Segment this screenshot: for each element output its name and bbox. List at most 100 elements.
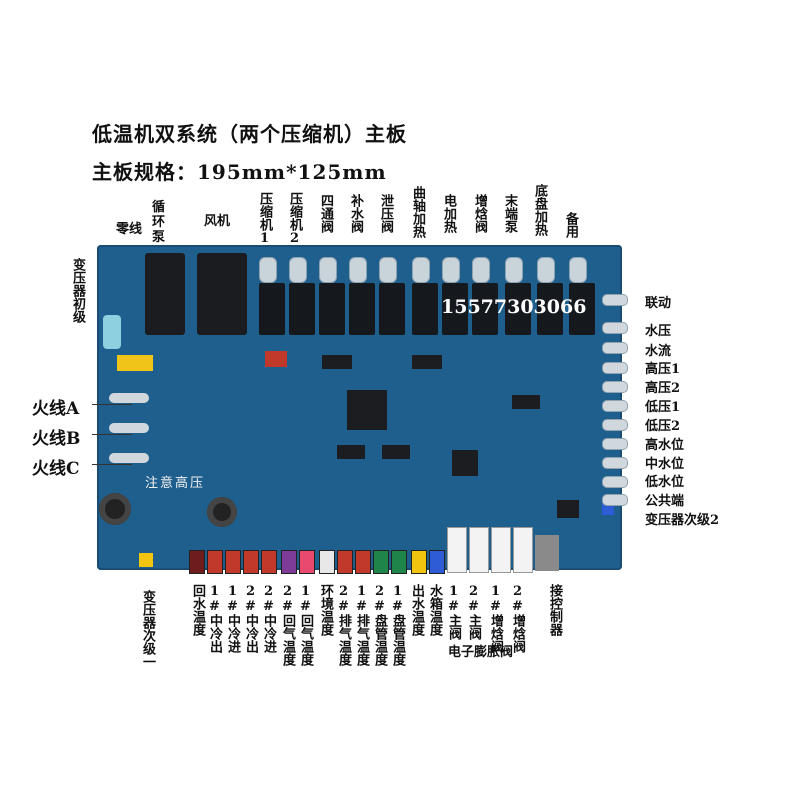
connector	[281, 550, 297, 574]
label-high-pressure-1: 高压1	[645, 362, 681, 377]
terminal	[349, 257, 367, 283]
label-2-return-air-temp: 2#回气温度	[280, 584, 295, 666]
relay-circulation-pump	[145, 253, 185, 335]
terminal	[289, 257, 307, 283]
connector	[189, 550, 205, 574]
relay	[349, 283, 375, 335]
pin	[602, 494, 628, 506]
label-transformer-secondary-1: 变压器次级一	[140, 590, 155, 668]
relay	[569, 283, 595, 335]
leader-line	[92, 404, 132, 405]
label-outlet-water-temp: 出水温度	[409, 584, 424, 636]
relay	[537, 283, 563, 335]
label-1-coil-temp: 1#盘管温度	[390, 584, 405, 666]
connector	[261, 550, 277, 574]
pin	[602, 457, 628, 469]
label-compressor-1: 压缩机1	[257, 192, 272, 246]
label-neutral: 零线	[116, 222, 143, 237]
terminal	[379, 257, 397, 283]
relay	[472, 283, 498, 335]
capacitor	[207, 497, 237, 527]
label-2-coil-temp: 2#盘管温度	[372, 584, 387, 666]
label-2-enthalpy-valve: 2#增焓阀	[510, 584, 525, 653]
connector-white	[469, 527, 489, 573]
label-common-terminal: 公共端	[645, 494, 685, 509]
label-return-water-temp: 回水温度	[190, 584, 205, 636]
terminal	[259, 257, 277, 283]
ic	[322, 355, 352, 369]
connector-white	[447, 527, 467, 573]
connector	[243, 550, 259, 574]
connector	[391, 550, 407, 574]
label-water-pressure: 水压	[645, 324, 672, 339]
label-1-intercooler-in: 1#中冷进	[225, 584, 240, 653]
fuse	[103, 315, 121, 349]
capacitor	[99, 493, 131, 525]
label-water-refill-valve: 补水阀	[348, 194, 363, 233]
label-compressor-2: 压缩机2	[287, 192, 302, 246]
relay	[319, 283, 345, 335]
label-electronic-expansion-valve: 电子膨胀阀	[448, 645, 514, 660]
board-warning: 注意高压	[145, 476, 206, 491]
label-mid-water-level: 中水位	[645, 457, 685, 472]
connector-white	[491, 527, 511, 573]
label-circulation-pump: 循环泵	[152, 200, 166, 245]
label-low-pressure-2: 低压2	[645, 419, 681, 434]
leader-line	[92, 464, 132, 465]
page-title: 低温机双系统（两个压缩机）主板	[92, 122, 407, 146]
label-chassis-heating: 底盘加热	[532, 184, 547, 236]
connector	[429, 550, 445, 574]
terminal	[537, 257, 555, 283]
label-1-exhaust-temp: 1#排气温度	[354, 584, 369, 666]
pin	[602, 294, 628, 306]
terminal	[569, 257, 587, 283]
label-transformer-primary: 变压器初级	[70, 258, 85, 323]
pin	[602, 362, 628, 374]
label-fire-c: 火线C	[32, 459, 80, 479]
label-spare: 备用	[563, 212, 578, 238]
pin	[602, 400, 628, 412]
label-2-intercooler-in: 2#中冷进	[261, 584, 276, 653]
ic	[412, 355, 442, 369]
label-water-flow: 水流	[645, 344, 672, 359]
ic	[512, 395, 540, 409]
connector	[355, 550, 371, 574]
pin	[602, 381, 628, 393]
ic	[557, 500, 579, 518]
label-linkage: 联动	[645, 296, 672, 311]
label-2-exhaust-temp: 2#排气温度	[336, 584, 351, 666]
microcontroller	[347, 390, 387, 430]
label-high-water-level: 高水位	[645, 438, 685, 453]
relay	[259, 283, 285, 335]
connector-white	[513, 527, 533, 573]
label-terminal-pump: 末端泵	[502, 194, 517, 233]
terminal-b	[109, 423, 149, 433]
board-spec: 主板规格：195mm*125mm	[92, 160, 387, 184]
pin	[602, 438, 628, 450]
label-fire-a: 火线A	[32, 399, 80, 419]
label-1-main-valve: 1#主阀	[446, 584, 461, 640]
ic	[382, 445, 410, 459]
pin	[602, 342, 628, 354]
label-ambient-temp: 环境温度	[318, 584, 333, 636]
label-low-water-level: 低水位	[645, 475, 685, 490]
label-water-tank-temp: 水箱温度	[427, 584, 442, 636]
pcb-board: 注意高压	[97, 245, 622, 574]
label-to-controller: 接控制器	[547, 584, 562, 636]
connector-controller	[535, 535, 559, 571]
capacitor	[117, 355, 153, 371]
pin	[602, 476, 628, 488]
label-fan: 风机	[204, 214, 231, 229]
relay	[289, 283, 315, 335]
connector	[373, 550, 389, 574]
label-1-return-air-temp: 1#回气温度	[298, 584, 313, 666]
terminal	[505, 257, 523, 283]
pin	[602, 419, 628, 431]
label-pressure-relief-valve: 泄压阀	[378, 194, 393, 233]
terminal	[442, 257, 460, 283]
terminal-a	[109, 393, 149, 403]
relay	[505, 283, 531, 335]
pin	[602, 322, 628, 334]
label-1-intercooler-out: 1#中冷出	[207, 584, 222, 653]
connector	[337, 550, 353, 574]
